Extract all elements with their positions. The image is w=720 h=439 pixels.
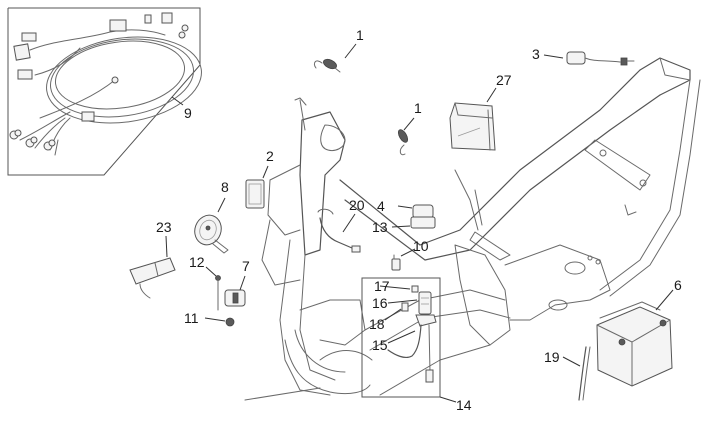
callout-9: 9 [184,105,192,121]
wire-lead [317,208,361,253]
leader-15 [387,330,416,344]
rectifier-regulator [224,289,246,307]
leader-19 [562,356,581,367]
leader-11 [204,317,226,322]
callout-3: 3 [532,46,540,62]
leader-10 [400,248,416,257]
callout-7: 7 [242,258,250,274]
leader-3 [543,54,564,59]
callout-17: 17 [374,278,390,294]
callout-23: 23 [156,219,172,235]
sensor-with-lead [566,51,635,66]
leader-13 [391,225,411,228]
nut [225,317,235,327]
leader-16 [387,299,418,304]
leader-12 [205,266,217,277]
callout-27: 27 [496,72,512,88]
leader-8 [217,197,226,213]
horn [194,214,229,254]
fuse [401,302,409,312]
bulb-socket-lower [397,129,409,156]
leader-17 [379,285,411,290]
cable [387,324,434,383]
relay [412,204,434,219]
leader-7 [239,275,246,291]
leader-4 [397,205,413,209]
fuse-cap [411,285,419,293]
callout-8: 8 [221,179,229,195]
leader-2 [262,165,269,179]
callout-20: 20 [349,197,365,213]
wiring-harness-inset [7,7,202,176]
callout-1-lower: 1 [414,100,422,116]
callout-10: 10 [413,238,429,254]
leader-1a [344,43,357,59]
leader-20 [342,213,356,233]
callout-4: 4 [377,198,385,214]
callout-2: 2 [266,148,274,164]
scooter-frame [244,57,701,401]
starter-relay-kit [361,277,457,403]
wiring-harness [9,12,202,156]
callout-15: 15 [372,337,388,353]
document-pouch [449,102,496,151]
relay-box [245,179,265,209]
battery-strap [578,346,591,401]
leader-6 [655,289,674,311]
leader-18 [384,308,402,321]
switch [391,254,401,271]
screw [215,275,221,311]
leader-1b [403,117,415,131]
callout-19: 19 [544,349,560,365]
control-unit [129,257,176,299]
callout-1-upper: 1 [356,27,364,43]
starter-relay [418,291,432,315]
callout-18: 18 [369,316,385,332]
battery [596,301,673,387]
callout-13: 13 [372,219,388,235]
callout-6: 6 [674,277,682,293]
callout-16: 16 [372,295,388,311]
leader-23 [165,235,168,258]
relay-holder [410,216,436,229]
bulb-socket-upper [313,58,341,73]
callout-12: 12 [189,254,205,270]
leader-27 [486,87,497,103]
leader-9 [171,96,184,106]
callout-11: 11 [184,310,199,326]
callout-14: 14 [456,397,472,413]
